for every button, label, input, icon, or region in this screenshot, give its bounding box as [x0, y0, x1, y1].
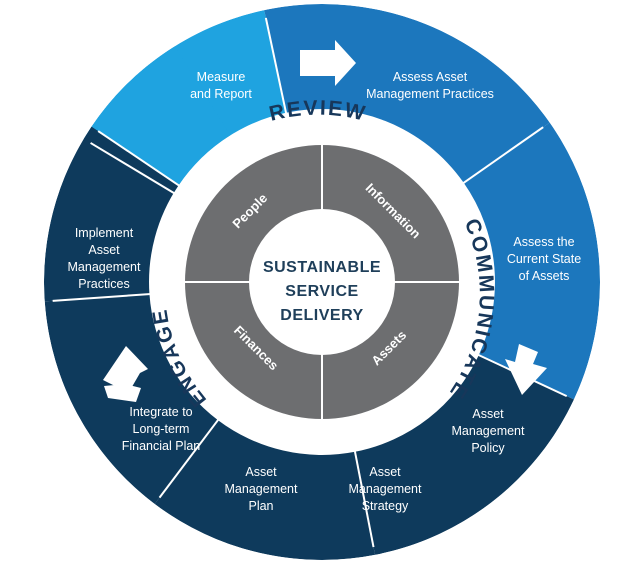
segment-divider [90, 142, 179, 197]
arrow-up-icon [103, 346, 148, 402]
segment-divider [459, 126, 544, 187]
segment-measure-report: Measure and Report [190, 70, 252, 101]
segment-integrate-financial-line-3: Financial Plan [122, 439, 201, 453]
segment-implement-practices-line-2: Asset [88, 243, 120, 257]
segment-implement-practices-line-1: Implement [75, 226, 134, 240]
segment-am-policy: Asset Management Policy [452, 407, 525, 455]
segment-assess-current-state: Assess the Current State of Assets [507, 235, 581, 283]
segment-am-policy-line-2: Management [452, 424, 525, 438]
center-line-3: DELIVERY [280, 307, 363, 324]
segment-divider [97, 130, 184, 189]
outer-segment-assess-current-state [463, 122, 600, 400]
segment-am-plan-line-2: Management [225, 482, 298, 496]
arrow-down-icon [505, 344, 547, 395]
segment-integrate-financial: Integrate to Long-term Financial Plan [122, 405, 201, 453]
outer-segment-am-strategy [154, 420, 376, 560]
outer-segment-integrate-financial [44, 126, 179, 302]
segment-am-plan-line-1: Asset [245, 465, 277, 479]
segment-divider [158, 415, 222, 499]
segment-integrate-financial-line-1: Integrate to [129, 405, 192, 419]
segment-divider [264, 17, 289, 118]
segment-assess-current-state-line-2: Current State [507, 252, 581, 266]
segment-measure-report-line-1: Measure [197, 70, 246, 84]
segment-assess-practices-line-1: Assess Asset [393, 70, 468, 84]
segment-am-strategy-line-3: Strategy [362, 499, 409, 513]
ring-dividers [52, 17, 568, 548]
center-circle [249, 209, 395, 355]
segment-am-strategy-line-1: Asset [369, 465, 401, 479]
segment-am-plan-line-3: Plan [248, 499, 273, 513]
segment-divider [52, 292, 155, 302]
segment-am-strategy: Asset Management Strategy [349, 465, 422, 513]
segment-implement-practices-line-3: Management [68, 260, 141, 274]
segment-am-policy-line-3: Policy [471, 441, 505, 455]
segment-measure-report-line-2: and Report [190, 87, 252, 101]
segment-integrate-financial-line-2: Long-term [133, 422, 190, 436]
segment-implement-practices: Implement Asset Management Practices [68, 226, 141, 291]
segment-am-plan: Asset Management Plan [225, 465, 298, 513]
segment-assess-current-state-line-1: Assess the [513, 235, 574, 249]
center-line-2: SERVICE [285, 283, 358, 300]
outer-segment-implement-practices [91, 46, 231, 186]
segment-am-policy-line-1: Asset [472, 407, 504, 421]
outer-ring [44, 4, 600, 560]
segment-assess-practices: Assess Asset Management Practices [366, 70, 494, 101]
segment-assess-practices-line-2: Management Practices [366, 87, 494, 101]
center-line-1: SUSTAINABLE [263, 259, 381, 276]
segment-am-strategy-line-2: Management [349, 482, 422, 496]
arrow-right-icon [300, 40, 356, 86]
outer-segment-am-policy [355, 355, 574, 555]
segment-assess-current-state-line-3: of Assets [519, 269, 570, 283]
segment-divider [353, 446, 375, 548]
segment-implement-practices-line-4: Practices [78, 277, 129, 291]
